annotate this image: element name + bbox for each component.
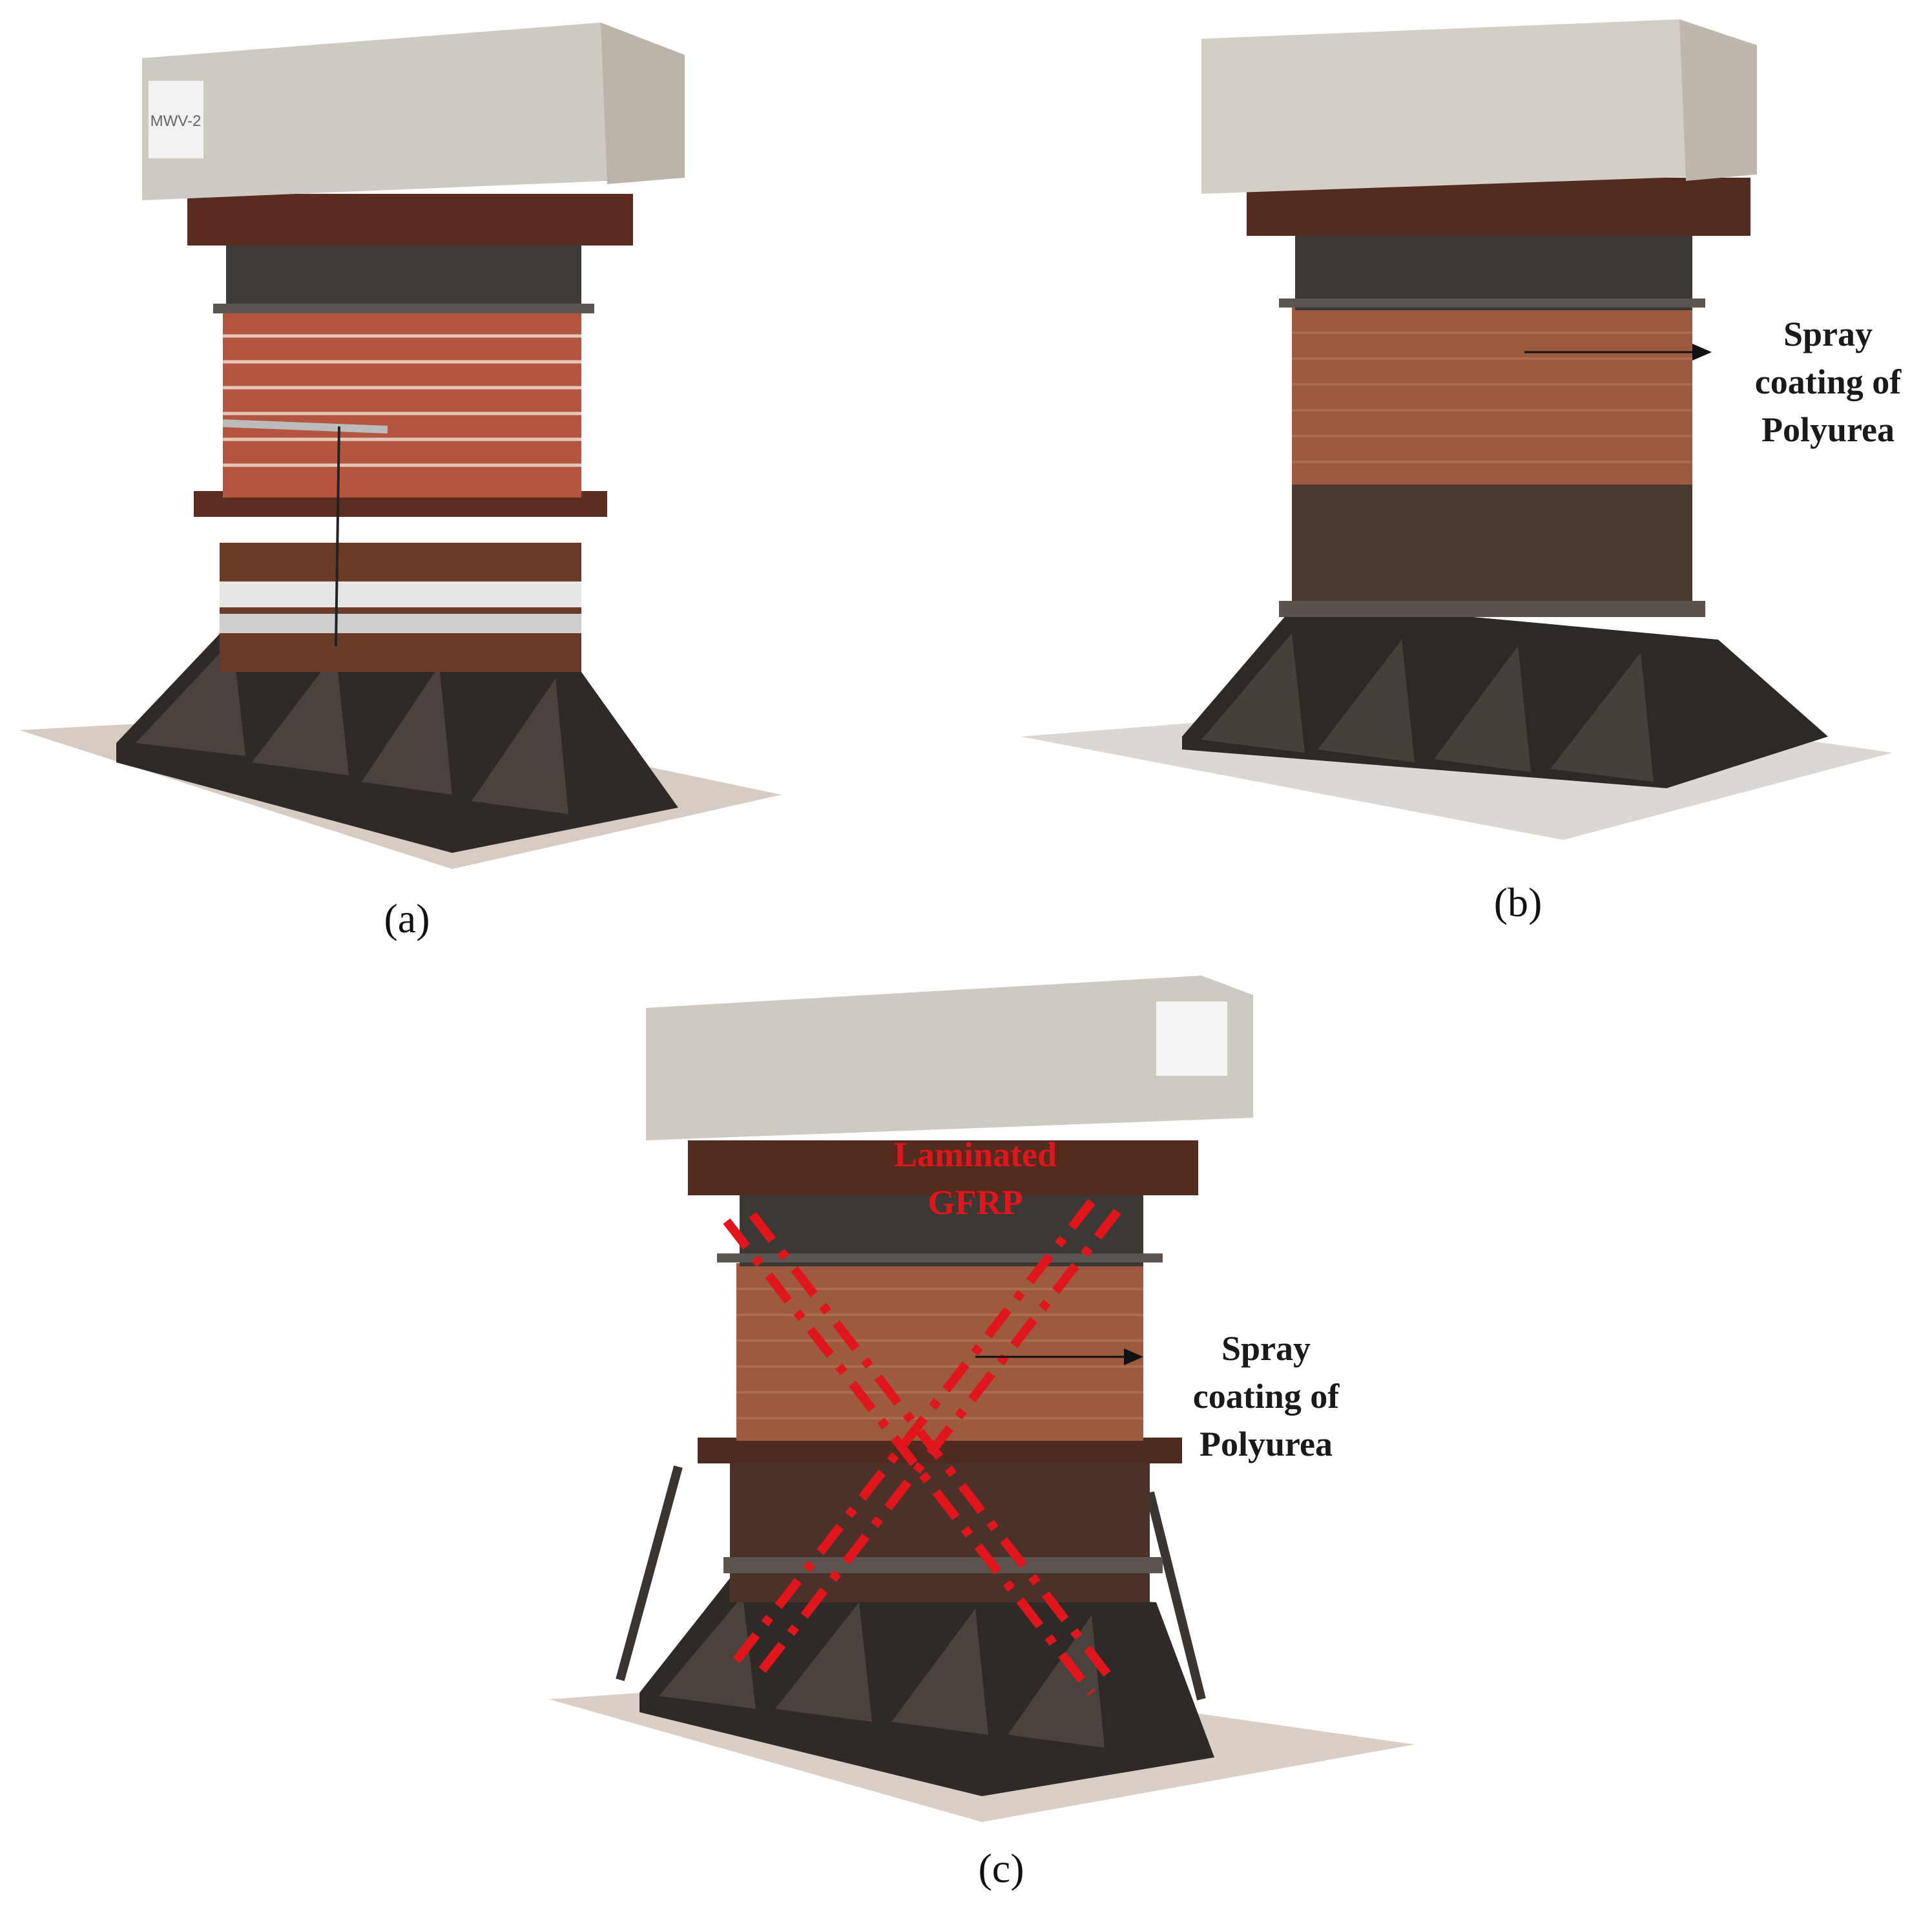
panel-c: Laminated GFRP Spray coating of Polyurea… xyxy=(530,956,1434,1906)
panel-b: Spray coating of Polyurea (b) xyxy=(1008,0,1932,956)
annotation-line: Polyurea xyxy=(1200,1425,1333,1463)
caption-c: (c) xyxy=(978,1845,1024,1891)
annotation-polyurea-b: Spray coating of Polyurea xyxy=(1725,310,1931,454)
specimen-a-photo: MWV-2 xyxy=(19,23,782,869)
caption-a: (a) xyxy=(384,895,430,941)
annotation-line: Laminated xyxy=(893,1135,1057,1174)
annotation-polyurea-c: Spray coating of Polyurea xyxy=(1163,1325,1369,1468)
annotation-line: coating of xyxy=(1192,1377,1340,1416)
gfrp-strip-line xyxy=(758,1208,1121,1673)
annotation-gfrp: Laminated GFRP xyxy=(872,1131,1079,1226)
annotation-line: coating of xyxy=(1754,362,1902,401)
annotation-line: Spray xyxy=(1783,315,1873,353)
gfrp-strip-line xyxy=(732,1199,1096,1664)
specimen-c-photo xyxy=(549,976,1415,1822)
sign-text: MWV-2 xyxy=(151,112,202,130)
specimen-label-sign xyxy=(149,81,203,158)
caption-b: (b) xyxy=(1493,879,1542,925)
annotation-line: Spray xyxy=(1221,1329,1311,1368)
annotation-line: GFRP xyxy=(928,1183,1023,1222)
panel-a: MWV-2 (a) xyxy=(0,0,840,956)
specimen-b-photo xyxy=(1021,19,1893,840)
annotation-line: Polyurea xyxy=(1761,410,1895,449)
gfrp-strip-line xyxy=(723,1218,1096,1696)
